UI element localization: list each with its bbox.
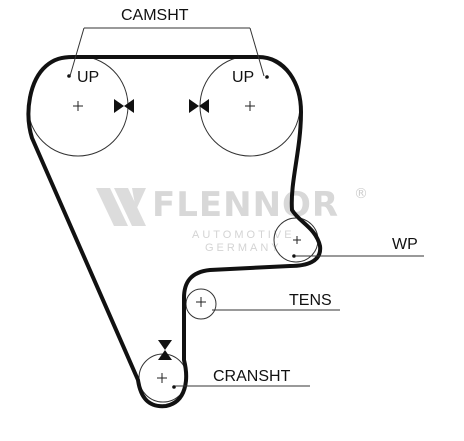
camshaft-label: CAMSHT: [121, 7, 189, 24]
reference-dot-icon: [265, 75, 269, 79]
watermark-registered-mark: ®: [354, 186, 368, 202]
watermark-logo-icon: [96, 188, 146, 226]
pulley-center-icon: [73, 101, 83, 111]
water-pump-label: WP: [392, 236, 418, 253]
up-label-right: UP: [232, 69, 254, 86]
timing-mark-icon: [189, 99, 209, 113]
camshaft-bracket: [69, 27, 265, 77]
pulley-center-icon: [293, 236, 301, 244]
watermark-line2: GERMANY: [205, 242, 282, 254]
pulley-center-icon: [196, 297, 206, 307]
pulley-center-icon: [245, 101, 255, 111]
pulley-center-icon: [157, 373, 167, 383]
reference-dot-icon: [172, 385, 176, 389]
watermark-brand: FLENNOR: [152, 185, 339, 225]
reference-dot-icon: [292, 254, 296, 258]
timing-mark-icon: [114, 99, 134, 113]
tensioner-label: TENS: [289, 292, 332, 309]
crankshaft-label: CRANSHT: [213, 368, 291, 385]
up-label-left: UP: [77, 69, 99, 86]
crank-mark-icon: [158, 340, 172, 360]
timing-belt: [26, 55, 323, 409]
watermark-line1: AUTOMOTIVE: [192, 229, 295, 241]
watermark: FLENNOR ® AUTOMOTIVE GERMANY: [96, 185, 368, 254]
